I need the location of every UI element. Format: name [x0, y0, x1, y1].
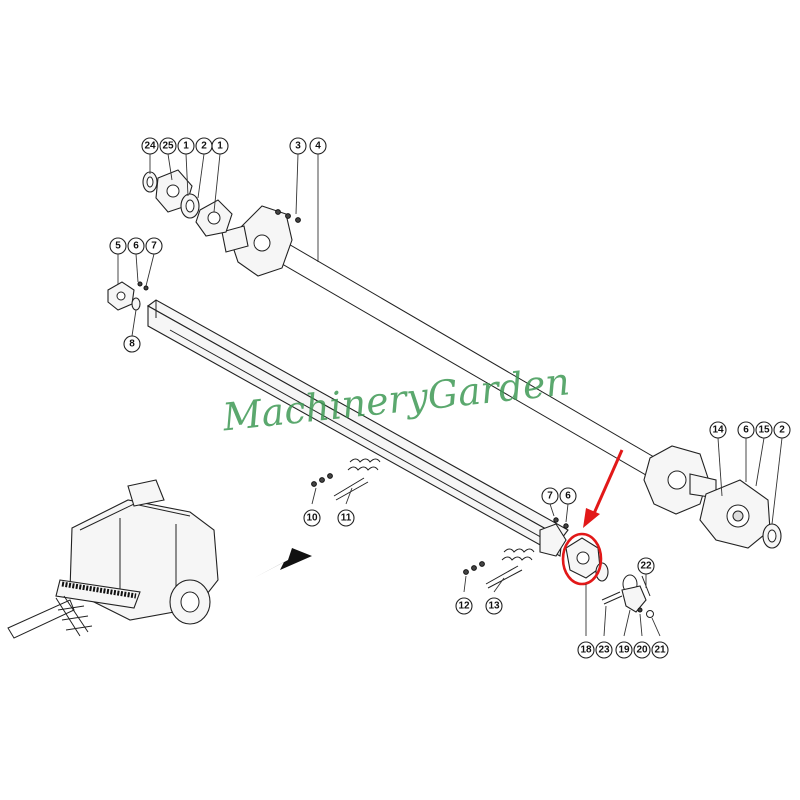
callout-15: 15 [755, 421, 773, 439]
callout-24: 24 [141, 137, 159, 155]
left-bearing-stack [142, 169, 233, 237]
left-small-bracket [107, 281, 149, 311]
svg-text:3: 3 [295, 141, 301, 152]
callout-5: 5 [109, 237, 127, 255]
svg-text:19: 19 [618, 645, 630, 656]
callout-3: 3 [289, 137, 307, 155]
svg-text:5: 5 [115, 241, 121, 252]
svg-text:7: 7 [547, 491, 553, 502]
svg-text:1: 1 [183, 141, 189, 152]
callout-21: 21 [651, 641, 669, 659]
callout-18: 18 [577, 641, 595, 659]
svg-text:6: 6 [565, 491, 571, 502]
svg-text:11: 11 [341, 513, 352, 524]
svg-text:2: 2 [779, 425, 785, 436]
callout-19: 19 [615, 641, 633, 659]
callout-11: 11 [337, 509, 355, 527]
svg-text:18: 18 [580, 645, 592, 656]
svg-text:14: 14 [712, 425, 724, 436]
callout-12: 12 [455, 597, 473, 615]
svg-text:1: 1 [217, 141, 223, 152]
callout-22: 22 [637, 557, 655, 575]
svg-text:7: 7 [151, 241, 157, 252]
callout-7: 7 [145, 237, 163, 255]
svg-text:13: 13 [488, 601, 500, 612]
svg-text:8: 8 [129, 339, 135, 350]
svg-text:10: 10 [306, 513, 318, 524]
lower-square-beam [146, 299, 569, 557]
callout-1: 1 [177, 137, 195, 155]
bearing-18 [565, 537, 609, 582]
svg-text:23: 23 [598, 645, 610, 656]
svg-text:21: 21 [654, 645, 666, 656]
svg-text:2: 2 [201, 141, 207, 152]
svg-text:25: 25 [162, 141, 174, 152]
round-baler-illustration [7, 479, 219, 639]
svg-text:6: 6 [743, 425, 749, 436]
highlight-marker [561, 449, 624, 586]
small-parts-cluster [601, 574, 654, 618]
direction-arrow [254, 548, 312, 578]
callout-8: 8 [123, 335, 141, 353]
callout-4: 4 [309, 137, 327, 155]
callout-23: 23 [595, 641, 613, 659]
lower-beam-bolts [553, 517, 569, 529]
svg-text:4: 4 [315, 141, 321, 152]
callout-14: 14 [709, 421, 727, 439]
callout-2: 2 [195, 137, 213, 155]
callout-20: 20 [633, 641, 651, 659]
callout-7: 7 [541, 487, 559, 505]
svg-text:6: 6 [133, 241, 139, 252]
svg-text:15: 15 [758, 425, 770, 436]
upper-flange-bolts [275, 209, 301, 223]
callout-13: 13 [485, 597, 503, 615]
callout-6: 6 [559, 487, 577, 505]
leader-lines [117, 153, 783, 637]
callout-10: 10 [303, 509, 321, 527]
svg-text:24: 24 [144, 141, 156, 152]
spring-assembly-upper [311, 458, 381, 501]
upper-left-flange [221, 205, 293, 277]
callout-1: 1 [211, 137, 229, 155]
svg-text:20: 20 [636, 645, 648, 656]
upper-rotor-shaft [254, 231, 691, 497]
svg-text:12: 12 [458, 601, 470, 612]
callout-25: 25 [159, 137, 177, 155]
svg-text:22: 22 [640, 561, 652, 572]
callout-6: 6 [127, 237, 145, 255]
spring-assembly-lower [463, 548, 535, 589]
callout-2: 2 [773, 421, 791, 439]
callout-6: 6 [737, 421, 755, 439]
